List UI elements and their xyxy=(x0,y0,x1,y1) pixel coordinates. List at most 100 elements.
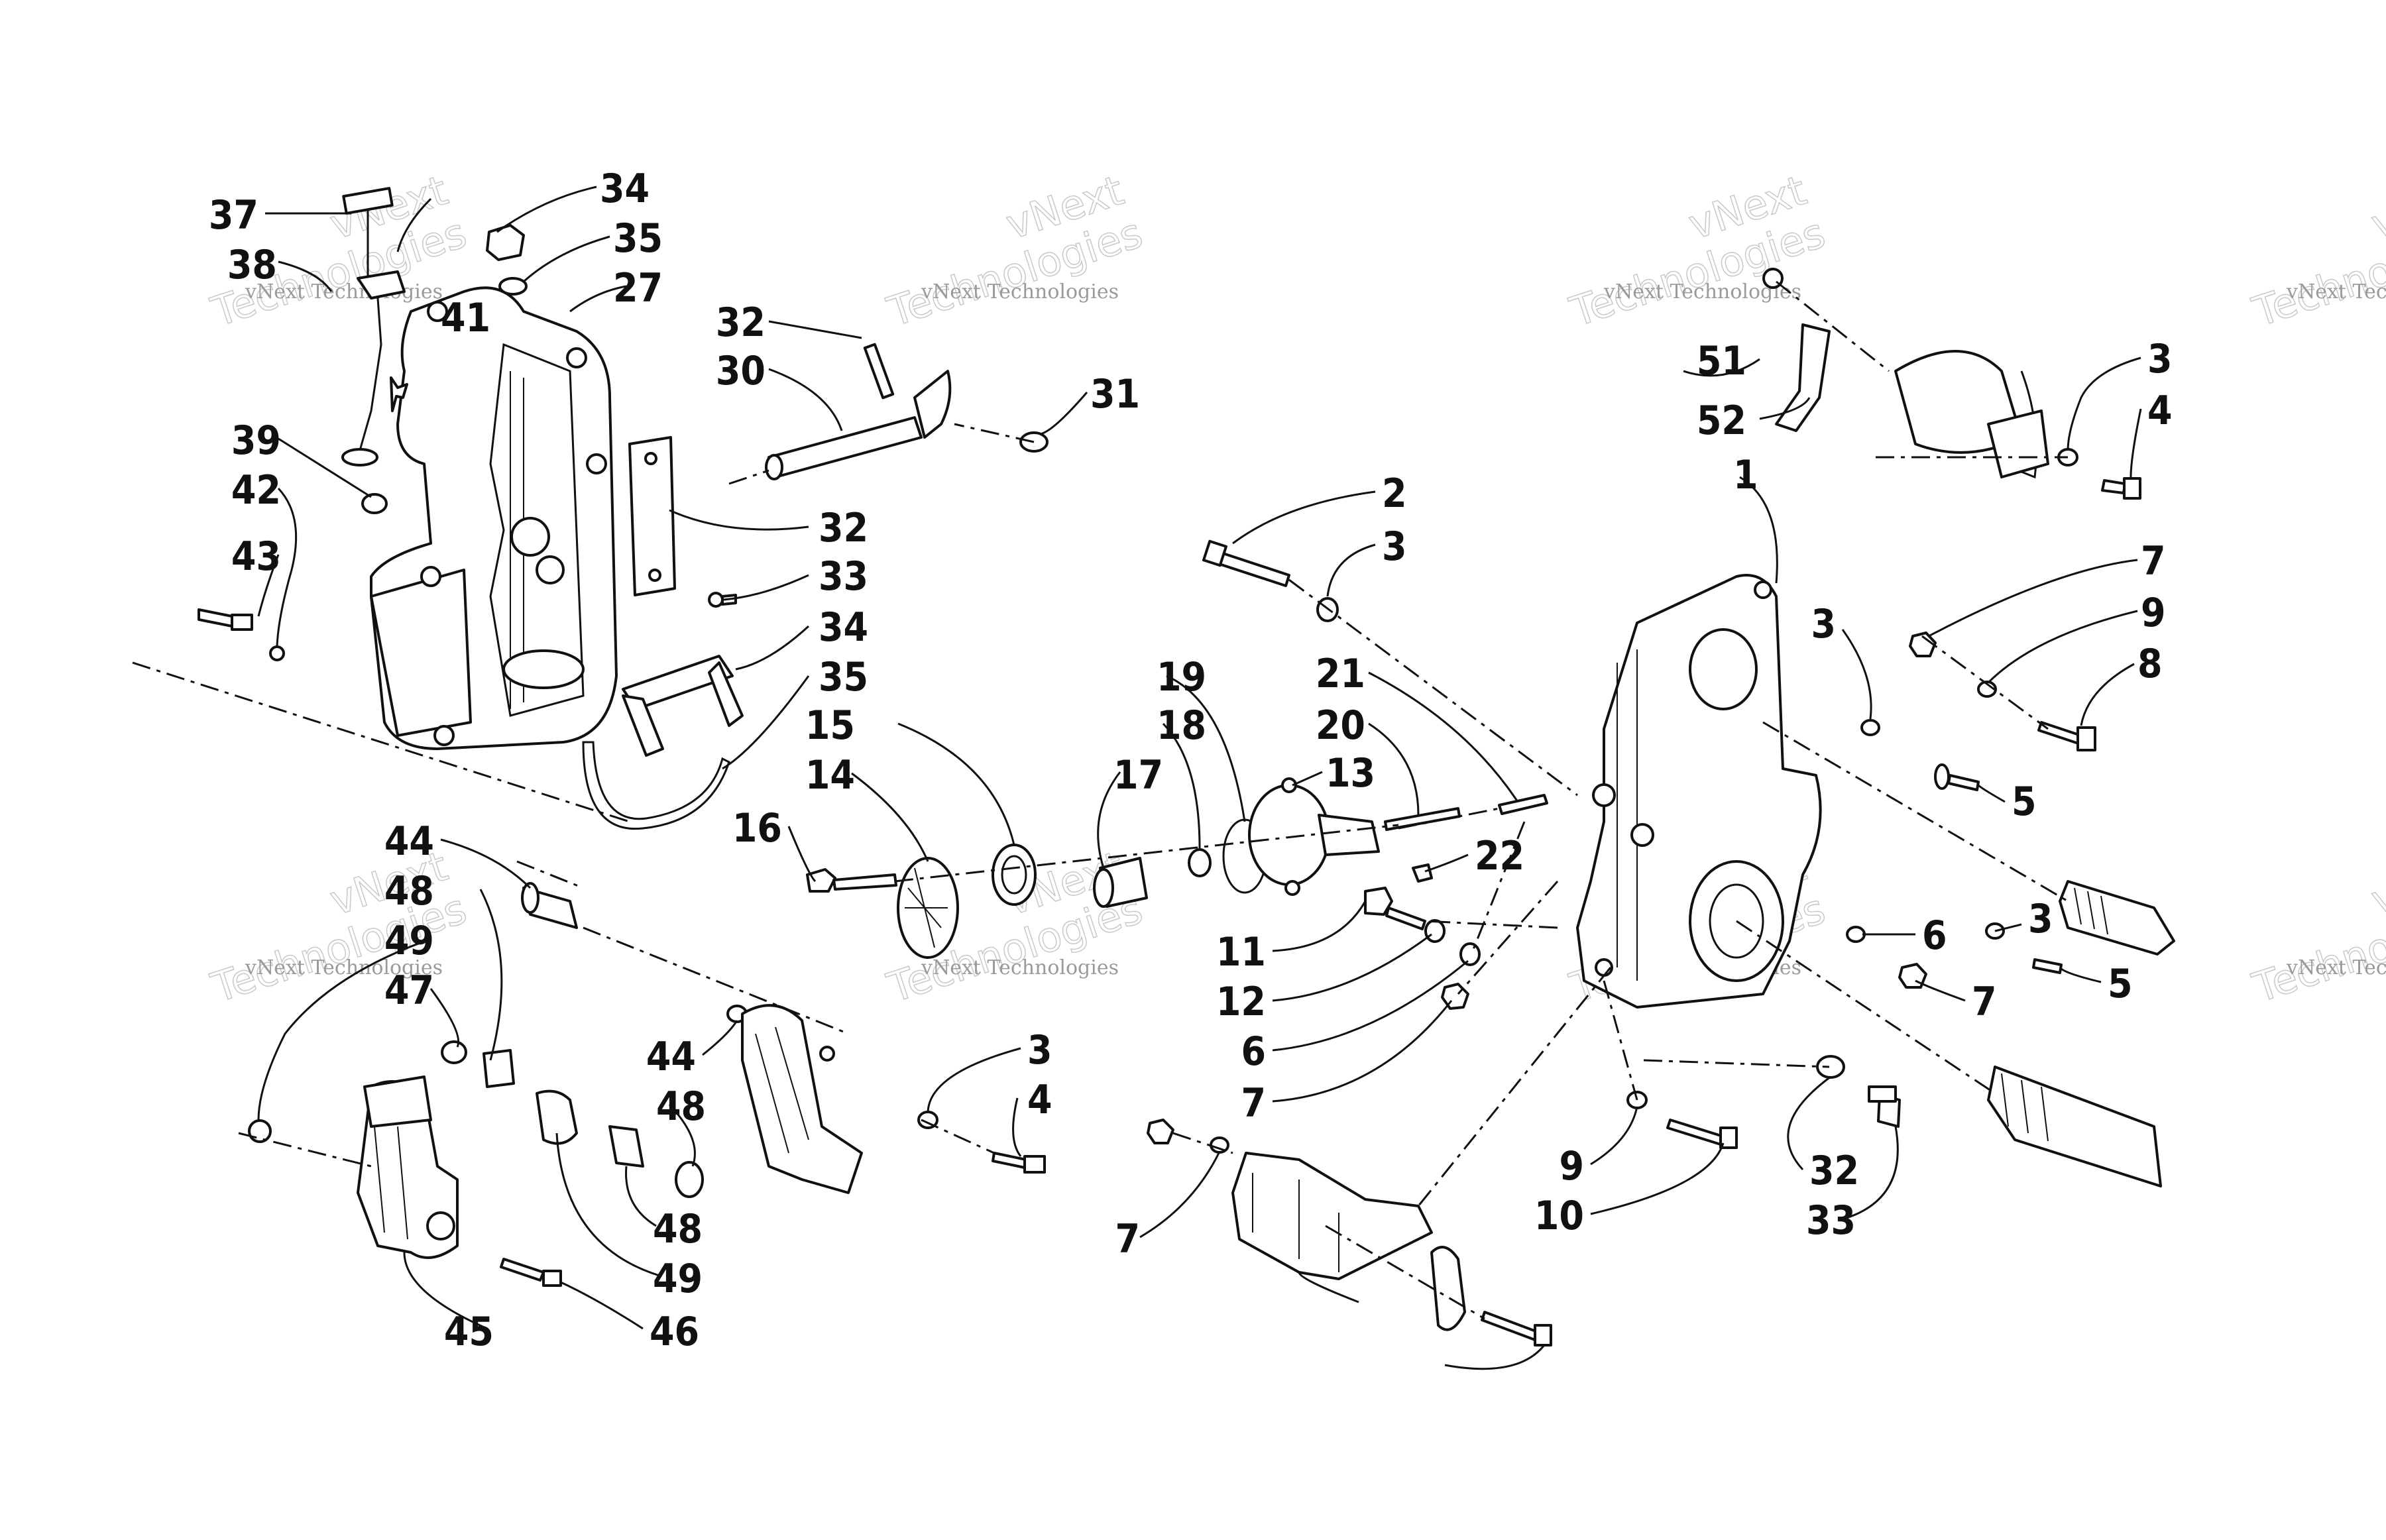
washer-32 xyxy=(1816,1055,1845,1079)
callout: 12 xyxy=(1216,979,1266,1025)
screw-4-mid xyxy=(917,1111,1046,1174)
leader-lines xyxy=(257,186,2142,1370)
callout: 32 xyxy=(1809,1148,1859,1194)
housing-13 xyxy=(1248,777,1380,896)
callout: 7 xyxy=(1972,979,1997,1025)
bracket-right xyxy=(741,1004,863,1194)
callout: 14 xyxy=(805,752,855,798)
callout: 44 xyxy=(384,818,434,865)
watermark-big-bottom: Technologies xyxy=(2247,885,2386,1013)
callout: 31 xyxy=(1090,371,1140,417)
callout: 32 xyxy=(819,505,868,551)
callout: 21 xyxy=(1316,651,1365,697)
callout: 4 xyxy=(2147,388,2173,434)
callout-labels: 37 38 41 34 35 27 32 30 31 39 42 43 32 3… xyxy=(209,166,2173,1355)
screw-4-tr xyxy=(2101,477,2141,500)
nut-7-low xyxy=(1147,1119,1174,1144)
sleeve-45 xyxy=(608,1125,644,1168)
callout: 17 xyxy=(1113,752,1163,798)
o-ring-36 xyxy=(361,493,388,514)
bracket-49 xyxy=(1775,323,1831,432)
bushing-40 xyxy=(521,882,578,929)
axis-lines xyxy=(132,280,2069,1320)
callout: 44 xyxy=(646,1034,696,1080)
callout: 3 xyxy=(2147,336,2173,382)
callout: 5 xyxy=(2012,779,2037,825)
callout: 37 xyxy=(209,192,258,239)
callout: 4 xyxy=(1027,1077,1052,1123)
bolt-11 xyxy=(1364,887,1426,930)
seal-30 xyxy=(582,741,730,830)
chaincase-cover-23 xyxy=(370,286,618,750)
bolt-8 xyxy=(2037,721,2096,751)
callout: 32 xyxy=(716,300,766,346)
callout: 7 xyxy=(2141,538,2166,584)
stud-2 xyxy=(1202,539,1290,587)
chaincase-1 xyxy=(1576,574,1822,1009)
watermark-big-top: vNext xyxy=(2365,842,2386,924)
washer-44b xyxy=(675,1161,704,1198)
bracket-29 xyxy=(622,655,744,757)
mount-plate xyxy=(1894,350,2049,479)
callout: 9 xyxy=(1559,1143,1584,1189)
watermark-small: vNext Technologies xyxy=(2286,280,2386,303)
shaft-lower xyxy=(1987,1066,2162,1187)
bolt-33-head xyxy=(1868,1085,1897,1103)
screw-22 xyxy=(1412,863,1433,883)
watermark-small: vNext Technologies xyxy=(921,956,1119,979)
callout: 47 xyxy=(384,967,434,1014)
callout: 41 xyxy=(441,295,490,341)
callout: 30 xyxy=(716,348,766,394)
bearing-15 xyxy=(992,844,1037,906)
roller-46 xyxy=(536,1089,578,1145)
callout: 43 xyxy=(231,533,281,580)
seal-17 xyxy=(1093,857,1148,908)
callout: 3 xyxy=(1382,523,1407,570)
callout: 16 xyxy=(732,805,782,852)
screw-5-r1 xyxy=(1947,774,1980,791)
callout: 9 xyxy=(2141,590,2166,636)
watermark-small: vNext Technologies xyxy=(921,280,1119,303)
washer-52 xyxy=(1210,1136,1229,1154)
screw-5-r2 xyxy=(2032,958,2063,974)
impeller-14 xyxy=(897,857,959,959)
pin-21 xyxy=(1498,794,1548,815)
shaft-upper xyxy=(2059,880,2175,956)
callout: 7 xyxy=(1115,1216,1140,1262)
callout: 3 xyxy=(1811,601,1836,647)
callout: 27 xyxy=(613,265,663,311)
callout: 3 xyxy=(2028,896,2053,942)
callout: 2 xyxy=(1382,470,1407,517)
screw-37 xyxy=(390,376,408,412)
callout: 39 xyxy=(231,417,281,464)
callout: 11 xyxy=(1216,929,1266,975)
fill-cap-31 xyxy=(486,224,528,296)
callout: 1 xyxy=(1733,452,1758,498)
callout: 6 xyxy=(1922,912,1947,959)
callout: 46 xyxy=(650,1309,699,1355)
washer-9 xyxy=(1977,681,1997,698)
callout: 51 xyxy=(1697,338,1746,384)
nut-48-left xyxy=(248,1119,272,1143)
callout: 35 xyxy=(819,654,868,700)
washer-6 xyxy=(1846,926,1866,943)
callout: 49 xyxy=(384,918,434,964)
dipstick-34 xyxy=(341,187,406,467)
guard-51 xyxy=(1231,1152,1433,1280)
callout: 34 xyxy=(819,604,868,651)
callout: 6 xyxy=(1241,1028,1266,1075)
callout: 42 xyxy=(231,467,281,514)
callout: 19 xyxy=(1157,654,1206,700)
shift-shaft-24 xyxy=(765,343,952,480)
callout: 52 xyxy=(1697,398,1746,444)
callout: 15 xyxy=(805,702,855,749)
callout: 48 xyxy=(656,1083,706,1130)
watermark-small: vNext Technologies xyxy=(245,280,443,303)
screw-39 xyxy=(198,608,285,661)
washer-12 xyxy=(1424,919,1446,943)
callout: 8 xyxy=(2137,641,2163,687)
nut-7-right xyxy=(1909,632,1937,657)
